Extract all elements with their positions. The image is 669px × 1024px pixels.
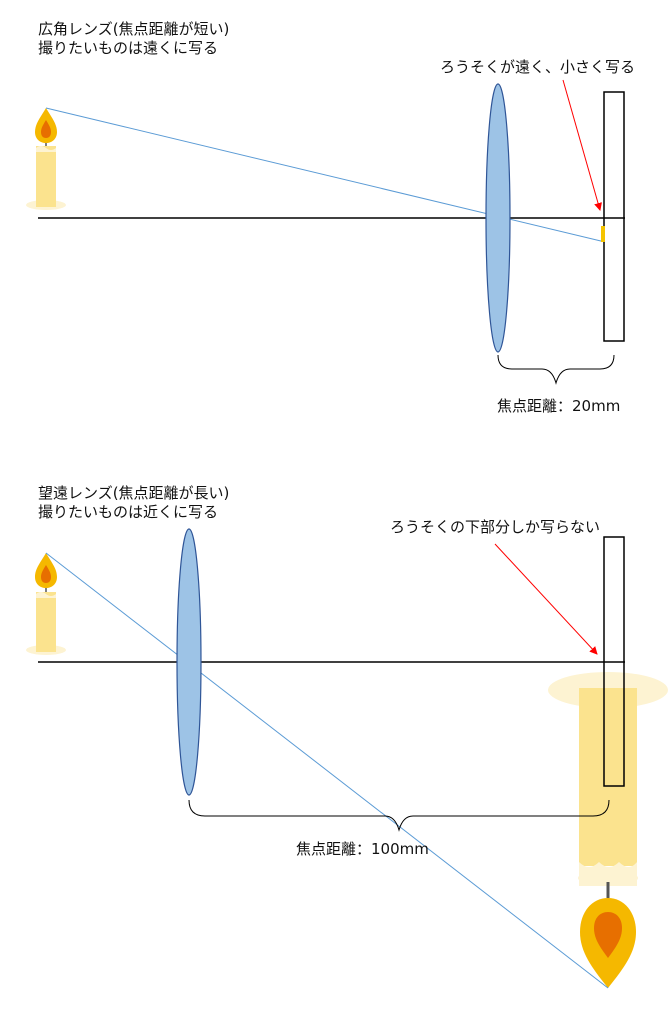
light-ray-bottom (45, 552, 609, 989)
candle-small-bottom (26, 553, 66, 655)
tele-title-line2: 撮りたいものは近くに写る (38, 503, 218, 521)
light-ray-top (45, 107, 606, 243)
wide-angle-section: 広角レンズ(焦点距離が短い) 撮りたいものは遠くに写る ろうそくが遠く、小さく写… (26, 20, 635, 415)
annotation-arrow-bottom (494, 543, 598, 655)
image-sensor-top (603, 91, 625, 342)
tele-focal-label: 焦点距離：100mm (296, 840, 429, 858)
focal-brace-top (497, 354, 615, 385)
candle-small-top (26, 108, 66, 210)
wide-focal-label: 焦点距離：20mm (497, 397, 620, 415)
candle-image-tiny (601, 226, 605, 242)
focal-brace-bottom (188, 799, 610, 832)
wide-title-line2: 撮りたいものは遠くに写る (38, 39, 218, 57)
candle-image-large-inverted (548, 672, 668, 988)
annotation-arrow-top (562, 79, 602, 211)
wide-annotation: ろうそくが遠く、小さく写る (440, 58, 635, 76)
wide-title-line1: 広角レンズ(焦点距離が短い) (38, 20, 229, 38)
tele-title-line1: 望遠レンズ(焦点距離が長い) (38, 484, 229, 502)
telephoto-section: 望遠レンズ(焦点距離が長い) 撮りたいものは近くに写る (26, 484, 668, 989)
lens-top (485, 83, 511, 353)
image-sensor-bottom (603, 536, 625, 787)
lens-bottom (176, 528, 202, 796)
tele-annotation: ろうそくの下部分しか写らない (390, 518, 600, 536)
